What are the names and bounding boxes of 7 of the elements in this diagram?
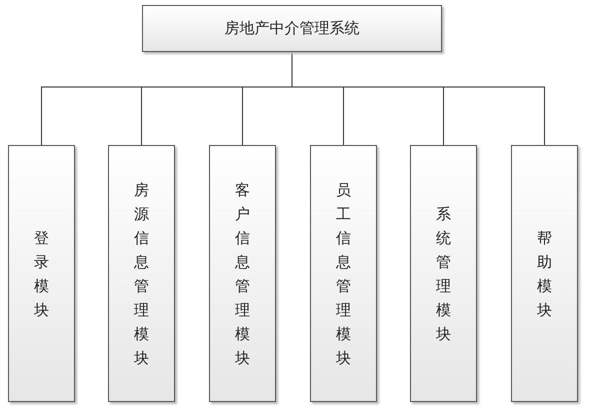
module-box: 系统管理模块 bbox=[410, 145, 477, 402]
module-box: 员工信息管理模块 bbox=[310, 145, 377, 402]
module-box: 帮助模块 bbox=[511, 145, 578, 402]
module-box: 登录模块 bbox=[8, 145, 75, 402]
module-box: 客户信息管理模块 bbox=[209, 145, 276, 402]
module-box: 房源信息管理模块 bbox=[108, 145, 175, 402]
system-box: 房地产中介管理系统 bbox=[142, 5, 442, 52]
